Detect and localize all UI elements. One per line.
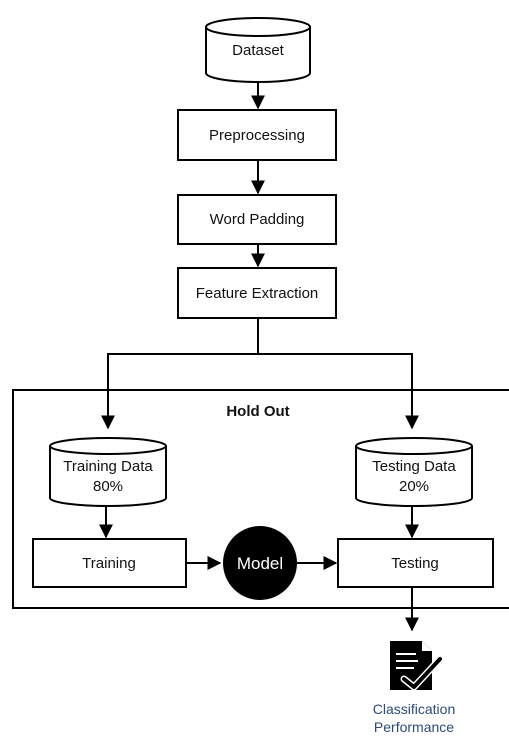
result-label-line2: Performance [374,719,454,735]
feature-extraction-node: Feature Extraction [177,267,337,319]
testing-label: Testing [391,555,439,572]
dataset-label: Dataset [232,42,285,59]
testing-node: Testing [337,538,494,588]
preprocessing-node: Preprocessing [177,109,337,161]
document-check-icon [390,641,444,691]
testing-data-label: Testing Data [372,458,456,475]
training-data-node: Training Data 80% [49,437,167,507]
preprocessing-label: Preprocessing [209,127,305,144]
testing-data-node: Testing Data 20% [355,437,473,507]
holdout-container: Hold Out [12,389,509,609]
word-padding-node: Word Padding [177,194,337,245]
training-data-label: Training Data [63,458,153,475]
word-padding-label: Word Padding [210,211,305,228]
holdout-title: Hold Out [226,403,289,420]
dataset-node: Dataset [205,17,311,83]
model-label: Model [237,554,283,573]
training-label: Training [82,555,136,572]
model-node: Model [223,526,297,600]
training-node: Training [32,538,187,588]
feature-extraction-label: Feature Extraction [196,285,319,302]
training-data-percent: 80% [93,478,123,495]
testing-data-percent: 20% [399,478,429,495]
split-connector-right [258,353,419,430]
result-label-line1: Classification [373,701,455,717]
